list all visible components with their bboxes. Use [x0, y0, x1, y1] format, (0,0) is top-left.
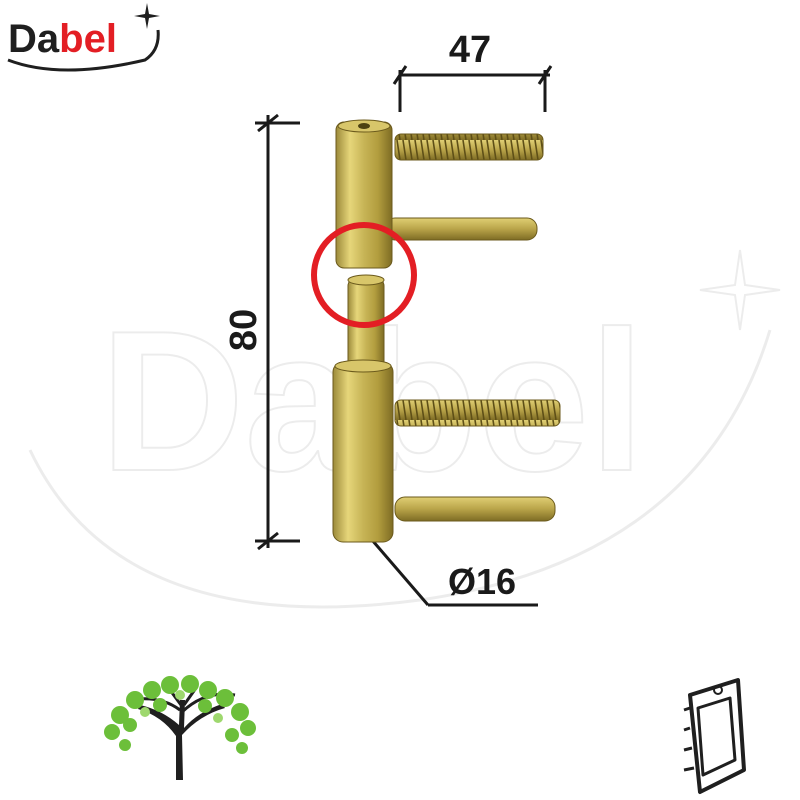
width-dimension: [392, 65, 553, 112]
width-label: 47: [449, 29, 491, 71]
hinge-upper-part: [335, 119, 544, 269]
brand-name-part1: Da: [8, 17, 60, 61]
brand-logo: Dabel: [7, 3, 160, 72]
blister-package-icon: [683, 678, 746, 794]
brand-name-part2: bel: [59, 17, 117, 61]
svg-text:Dabel: Dabel: [8, 17, 117, 61]
diameter-dimension: [370, 539, 538, 607]
height-label: 80: [223, 309, 265, 351]
height-dimension: [255, 113, 300, 551]
diameter-label: Ø16: [448, 561, 516, 602]
eco-tree-icon: [104, 675, 256, 780]
highlight-circle: [311, 222, 417, 328]
